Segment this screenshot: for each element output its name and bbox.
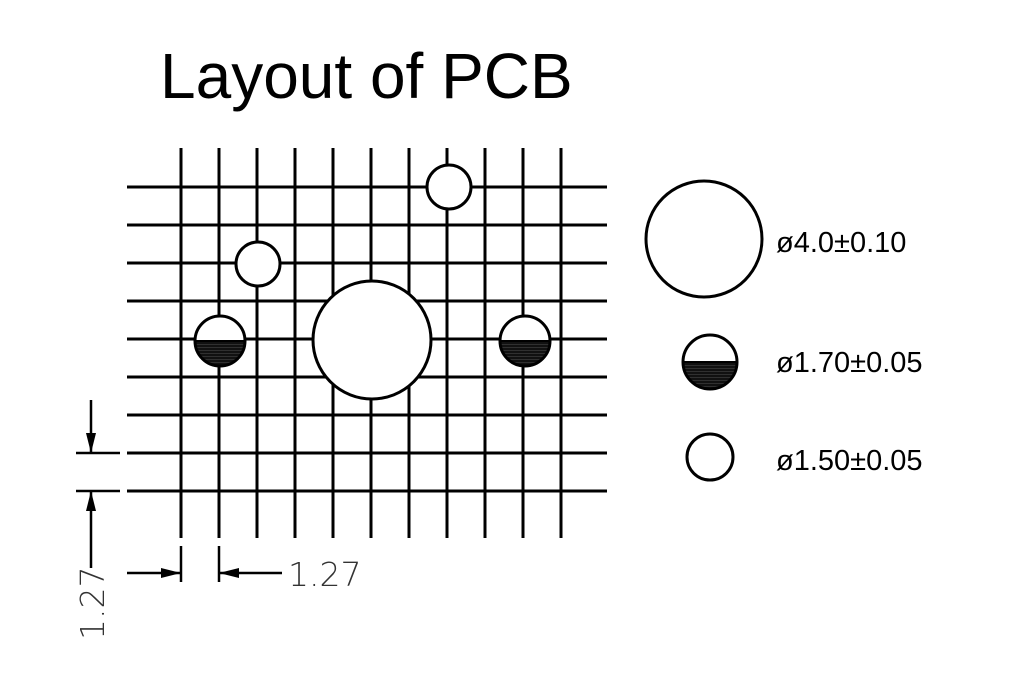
drawing-title: Layout of PCB	[160, 40, 573, 112]
legend-item-large: ø4.0±0.10	[644, 179, 906, 299]
half-filled-hole	[193, 314, 247, 368]
legend-item-half: ø1.70±0.05	[681, 333, 923, 391]
horizontal-dimension: 1.27	[127, 546, 361, 594]
legend-symbol-half-filled-hole	[681, 333, 739, 391]
legend: ø4.0±0.10 ø1.70±0.05 ø1.50±0.05	[644, 179, 923, 482]
horizontal-pitch-label: 1.27	[288, 555, 361, 594]
legend-item-small: ø1.50±0.05	[685, 432, 923, 482]
legend-symbol-small-hole	[685, 432, 735, 482]
legend-label-large: ø4.0±0.10	[776, 227, 906, 259]
legend-symbol-large-hole	[644, 179, 764, 299]
vertical-dimension: 1.27	[73, 400, 120, 640]
legend-label-small: ø1.50±0.05	[776, 445, 923, 477]
small-hole	[425, 163, 473, 211]
vertical-pitch-label: 1.27	[73, 567, 112, 640]
legend-label-half: ø1.70±0.05	[776, 347, 923, 379]
small-hole	[234, 240, 282, 288]
half-filled-hole	[498, 314, 552, 368]
large-hole	[311, 279, 433, 401]
